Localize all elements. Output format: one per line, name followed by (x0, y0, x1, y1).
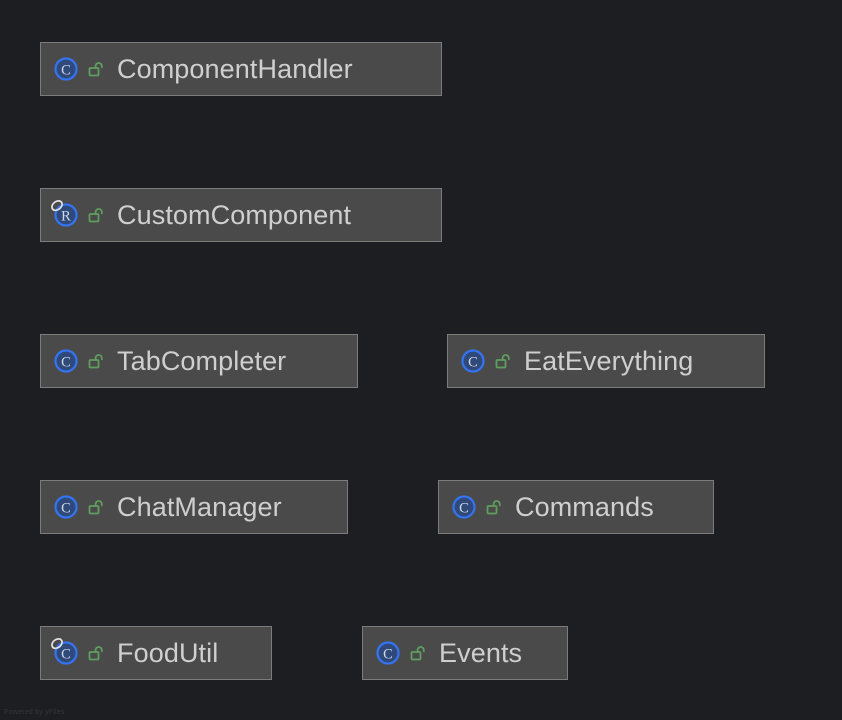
uml-class-node-componenthandler[interactable]: C R ComponentHandler (40, 42, 442, 96)
yfiles-watermark: Powered by yFiles (4, 709, 65, 716)
node-type-icon: C R (458, 346, 488, 376)
node-type-icon: C R (51, 346, 81, 376)
node-type-icon: C R (51, 638, 81, 668)
svg-text:C: C (468, 354, 478, 370)
class-circle-c-icon: C (54, 349, 78, 373)
svg-text:C: C (459, 500, 469, 516)
uml-class-node-tabcompleter[interactable]: C R TabCompleter (40, 334, 358, 388)
unlocked-padlock-icon (410, 646, 425, 661)
class-circle-c-icon: C (452, 495, 476, 519)
node-type-icon: C R (373, 638, 403, 668)
svg-text:C: C (61, 646, 71, 662)
uml-class-node-commands[interactable]: C R Commands (438, 480, 714, 534)
uml-class-node-events[interactable]: C R Events (362, 626, 568, 680)
unlocked-padlock-icon (88, 208, 103, 223)
uml-class-name-label: FoodUtil (117, 637, 219, 668)
uml-class-name-label: EatEverything (524, 345, 694, 376)
uml-class-name-label: ComponentHandler (117, 53, 353, 84)
node-type-icon: C R (449, 492, 479, 522)
class-circle-c-icon: C (376, 641, 400, 665)
class-circle-c-icon: C (461, 349, 485, 373)
unlocked-padlock-icon (495, 354, 510, 369)
node-type-icon: C R (51, 200, 81, 230)
unlocked-padlock-icon (88, 62, 103, 77)
uml-class-node-foodutil[interactable]: C R FoodUtil (40, 626, 272, 680)
uml-class-node-chatmanager[interactable]: C R ChatManager (40, 480, 348, 534)
node-type-icon: C R (51, 492, 81, 522)
class-circle-c-icon: C (54, 641, 78, 665)
class-circle-c-icon: C (54, 495, 78, 519)
unlocked-padlock-icon (88, 354, 103, 369)
unlocked-padlock-icon (486, 500, 501, 515)
uml-class-name-label: Events (439, 637, 523, 668)
unlocked-padlock-icon (88, 646, 103, 661)
class-circle-c-icon: C (54, 57, 78, 81)
uml-class-node-eateverything[interactable]: C R EatEverything (447, 334, 765, 388)
svg-text:C: C (61, 500, 71, 516)
node-type-icon: C R (51, 54, 81, 84)
svg-text:C: C (61, 62, 71, 78)
svg-text:C: C (383, 646, 393, 662)
unlocked-padlock-icon (88, 500, 103, 515)
record-circle-r-icon: R (54, 203, 78, 227)
uml-class-name-label: ChatManager (117, 491, 282, 522)
svg-text:C: C (61, 354, 71, 370)
uml-class-name-label: CustomComponent (117, 199, 352, 230)
uml-class-name-label: Commands (515, 491, 654, 522)
uml-class-node-customcomponent[interactable]: C R CustomComponent (40, 188, 442, 242)
svg-text:R: R (61, 209, 71, 225)
uml-class-name-label: TabCompleter (117, 345, 287, 376)
